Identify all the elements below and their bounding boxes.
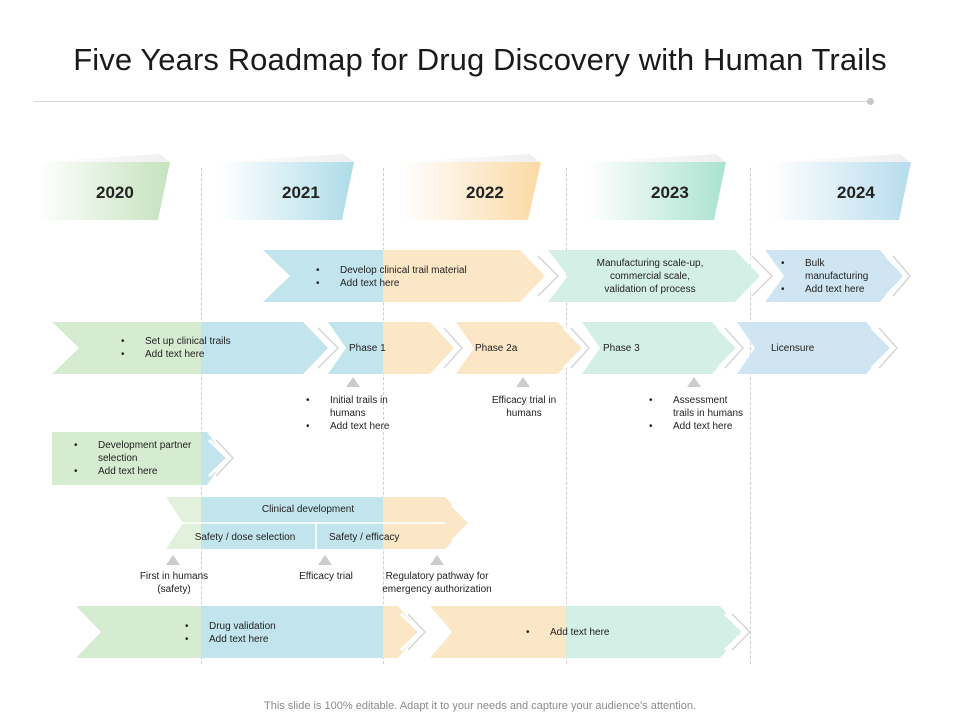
row1-develop-text: Develop clinical trail material Add text… — [316, 264, 516, 290]
row2-phase3-label: Phase 3 — [603, 343, 640, 354]
row4-note-first-in-humans: First in humans (safety) — [139, 571, 209, 595]
year-banner-2023 — [588, 154, 726, 220]
year-divider-2020-2021 — [201, 168, 202, 664]
year-divider-2022-2023 — [566, 168, 567, 664]
year-banner-2022 — [402, 154, 541, 220]
row2-note-initial-bullet-1: Initial trails in humans — [306, 394, 406, 420]
row2-setup-bullet-1: Set up clinical trails — [121, 335, 291, 348]
row4-note-efficacy-trial: Efficacy trial — [299, 571, 353, 582]
title-divider-dot — [867, 98, 874, 105]
row4-clinical-label: Clinical development — [261, 504, 355, 515]
row1-manufacturing-arrow — [548, 250, 774, 302]
row3-partner-bullet-2: Add text here — [74, 465, 194, 478]
year-banner-2021 — [220, 154, 354, 220]
row5-add-arrow — [430, 606, 752, 658]
row2-note-assessment-bullet-1: Assessment trails in humans — [649, 394, 749, 420]
row3-partner-bullet-1: Development partner selection — [74, 439, 194, 465]
year-banner-2024 — [772, 154, 911, 220]
row2-note-assessment: Assessment trails in humans Add text her… — [649, 394, 749, 433]
row2-note-efficacy: Efficacy trial in humans — [491, 395, 557, 419]
year-label-2021: 2021 — [282, 183, 320, 202]
row2-setup-bullet-2: Add text here — [121, 348, 291, 361]
row2-phase1-label: Phase 1 — [349, 343, 386, 354]
title-divider — [34, 101, 870, 102]
row1-bulk-bullet-1: Bulk manufacturing — [781, 257, 881, 283]
slide-title: Five Years Roadmap for Drug Discovery wi… — [73, 42, 887, 77]
row1-develop-bullet-2: Add text here — [316, 277, 516, 290]
row1-develop-bullet-1: Develop clinical trail material — [316, 264, 516, 277]
row2-phase3-arrow — [582, 322, 745, 374]
footer-note: This slide is 100% editable. Adapt it to… — [264, 700, 696, 712]
row4-marker-first-in-humans — [166, 555, 180, 565]
row4-marker-regulatory — [430, 555, 444, 565]
row3-partner-text: Development partner selection Add text h… — [74, 439, 194, 478]
year-label-2020: 2020 — [96, 183, 134, 202]
year-divider-2023-2024 — [750, 168, 751, 664]
row4-marker-efficacy-trial — [318, 555, 332, 565]
row2-setup-text: Set up clinical trails Add text here — [121, 335, 291, 361]
row2-phase1-arrow — [328, 322, 464, 374]
row1-bulk-text: Bulk manufacturing Add text here — [781, 257, 881, 296]
year-label-2023: 2023 — [651, 183, 689, 202]
row5-drug-text: Drug validation Add text here — [185, 620, 335, 646]
row2-licensure-arrow — [737, 322, 899, 374]
row2-phase2a-label: Phase 2a — [475, 343, 518, 354]
row2-note-assessment-bullet-2: Add text here — [649, 420, 749, 433]
row4-safety-dose-label: Safety / dose selection — [194, 532, 296, 543]
row5-add-text: Add text here — [526, 626, 656, 639]
year-label-2024: 2024 — [837, 183, 875, 202]
row5-add-bullet: Add text here — [526, 626, 656, 639]
row4-note-regulatory: Regulatory pathway for emergency authori… — [382, 571, 492, 595]
row2-marker-efficacy — [516, 377, 530, 387]
row4-clinical-arrow — [166, 497, 473, 549]
row2-note-initial: Initial trails in humans Add text here — [306, 394, 406, 433]
row2-note-initial-bullet-2: Add text here — [306, 420, 406, 433]
year-banner-2020 — [38, 154, 170, 220]
row5-drug-bullet-2: Add text here — [185, 633, 335, 646]
row2-marker-initial — [346, 377, 360, 387]
row1-manufacturing-text: Manufacturing scale-up, commercial scale… — [596, 258, 704, 295]
year-label-2022: 2022 — [466, 183, 504, 202]
row2-marker-assessment — [687, 377, 701, 387]
row1-bulk-bullet-2: Add text here — [781, 283, 881, 296]
row2-phase2a-arrow — [456, 322, 591, 374]
row2-licensure-label: Licensure — [771, 343, 815, 354]
row4-safety-efficacy-label: Safety / efficacy — [329, 532, 400, 543]
row5-drug-bullet-1: Drug validation — [185, 620, 335, 633]
